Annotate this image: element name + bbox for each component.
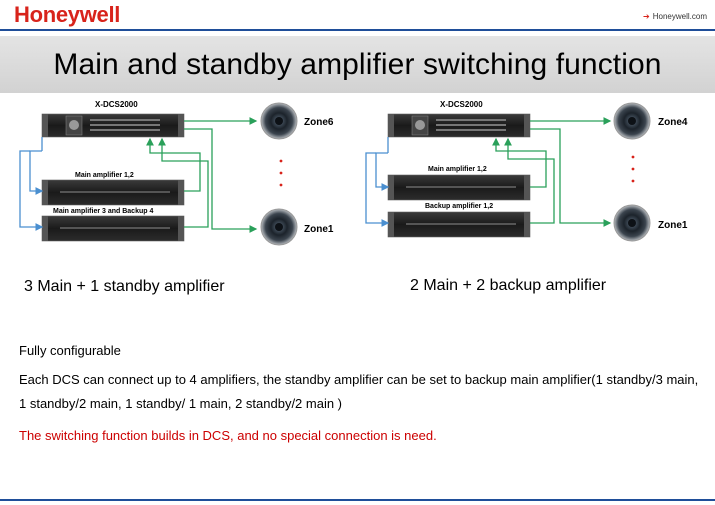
right-zone-top: Zone4 bbox=[658, 117, 688, 128]
left-zone-bottom: Zone1 bbox=[304, 224, 334, 235]
left-amp1-label: Main amplifier 1,2 bbox=[75, 172, 134, 179]
right-amplifier-2 bbox=[387, 211, 531, 238]
right-zone-ellipsis bbox=[631, 155, 635, 183]
left-amplifier-2 bbox=[41, 215, 185, 242]
right-amp1-label: Main amplifier 1,2 bbox=[428, 166, 487, 173]
right-dcs-unit bbox=[387, 113, 531, 138]
title-band bbox=[0, 36, 715, 93]
feature-configurable: Fully configurable bbox=[19, 343, 121, 358]
honeywell-link-text: Honeywell.com bbox=[652, 12, 707, 21]
right-caption: 2 Main + 2 backup amplifier bbox=[410, 277, 607, 294]
amplifier-diagram: X-DCS2000 Main amplifier 1,2 Main amplif… bbox=[19, 100, 688, 246]
honeywell-link[interactable]: ➔Honeywell.com bbox=[643, 12, 707, 21]
left-amp2-label: Main amplifier 3 and Backup 4 bbox=[53, 208, 153, 215]
left-dcs-unit bbox=[41, 113, 185, 138]
left-amplifier-1 bbox=[41, 179, 185, 206]
left-zone-ellipsis bbox=[279, 159, 283, 187]
header-divider bbox=[0, 29, 715, 31]
feature-description: Each DCS can connect up to 4 amplifiers,… bbox=[19, 372, 699, 411]
right-amplifier-1 bbox=[387, 174, 531, 201]
honeywell-logo: Honeywell bbox=[14, 2, 121, 27]
page-title: Main and standby amplifier switching fun… bbox=[53, 48, 662, 81]
right-amp2-label: Backup amplifier 1,2 bbox=[425, 203, 493, 210]
right-diagram: X-DCS2000 Main amplifier 1,2 Backup ampl… bbox=[365, 100, 688, 242]
left-caption: 3 Main + 1 standby amplifier bbox=[24, 278, 225, 295]
left-diagram: X-DCS2000 Main amplifier 1,2 Main amplif… bbox=[19, 100, 334, 246]
footer-divider bbox=[0, 499, 715, 501]
right-device-label: X-DCS2000 bbox=[440, 100, 483, 109]
left-device-label: X-DCS2000 bbox=[95, 100, 138, 109]
left-zone-top: Zone6 bbox=[304, 117, 334, 128]
feature-note: The switching function builds in DCS, an… bbox=[19, 428, 437, 443]
arrow-right-icon: ➔ bbox=[643, 12, 650, 21]
right-zone-bottom: Zone1 bbox=[658, 220, 688, 231]
